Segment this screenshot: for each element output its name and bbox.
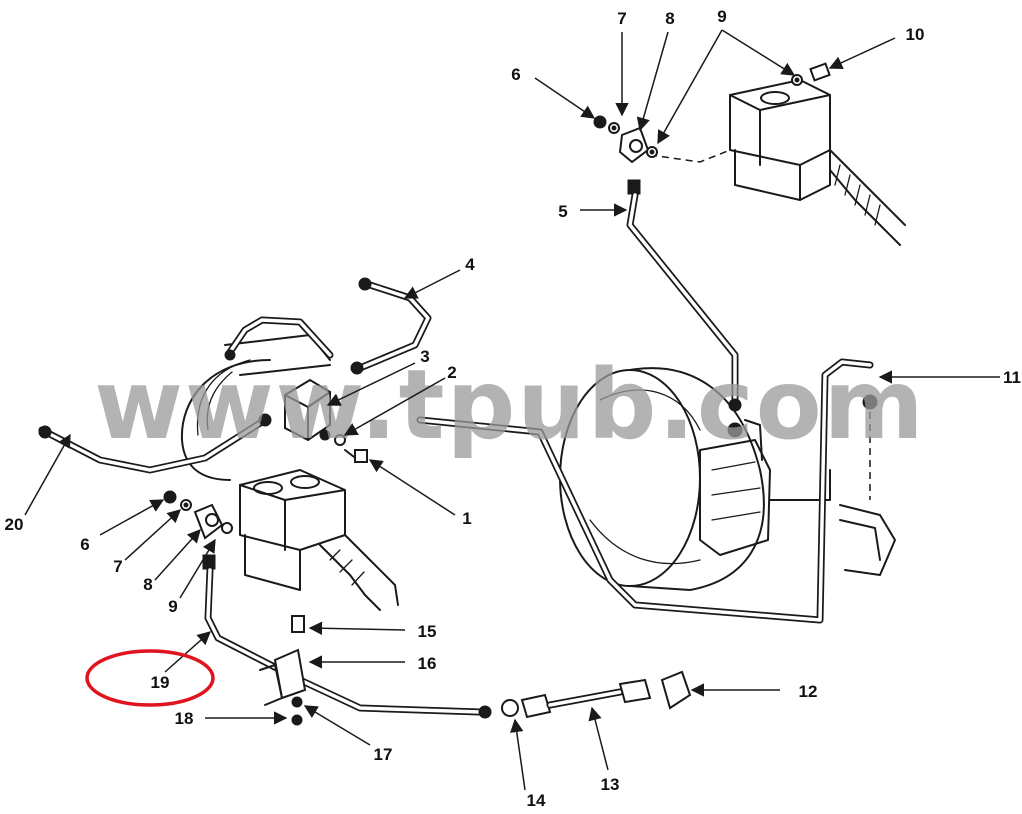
tube-19 bbox=[204, 566, 492, 719]
callout-5: 5 bbox=[558, 202, 567, 221]
callout-20: 20 bbox=[5, 515, 24, 534]
callout-1: 1 bbox=[462, 509, 471, 528]
leader-arrows bbox=[24, 29, 1000, 791]
lower-master-cylinder bbox=[239, 469, 399, 611]
upper-master-cylinder bbox=[649, 79, 906, 246]
callout-7-upper: 7 bbox=[617, 9, 626, 28]
tube-5 bbox=[626, 191, 763, 461]
callout-8-upper: 8 bbox=[665, 9, 674, 28]
callout-10: 10 bbox=[906, 25, 925, 44]
callout-14: 14 bbox=[527, 791, 546, 810]
callout-11: 11 bbox=[1003, 368, 1021, 387]
callout-4: 4 bbox=[465, 255, 475, 274]
callout-19: 19 bbox=[151, 673, 170, 692]
tube-4 bbox=[224, 277, 432, 375]
watermark-text: www.tpub.com bbox=[94, 349, 925, 461]
callout-12: 12 bbox=[799, 682, 818, 701]
callout-2: 2 bbox=[447, 363, 456, 382]
callout-9-upper: 9 bbox=[717, 7, 726, 26]
callout-18: 18 bbox=[175, 709, 194, 728]
highlight-ellipse-19 bbox=[85, 649, 215, 707]
upper-fittings bbox=[593, 62, 831, 195]
tube-20 bbox=[38, 413, 272, 474]
callout-17: 17 bbox=[374, 745, 393, 764]
lower-fittings bbox=[163, 490, 233, 570]
callout-15: 15 bbox=[418, 622, 437, 641]
callout-16: 16 bbox=[418, 654, 437, 673]
callout-6-upper: 6 bbox=[511, 65, 520, 84]
left-booster bbox=[180, 334, 331, 481]
callout-8-lower: 8 bbox=[143, 575, 152, 594]
valve-3 bbox=[284, 378, 368, 463]
callout-13: 13 bbox=[601, 775, 620, 794]
brake-booster bbox=[559, 367, 896, 591]
callout-9-lower: 9 bbox=[168, 597, 177, 616]
callout-3: 3 bbox=[420, 347, 429, 366]
tube-11 bbox=[416, 358, 878, 624]
callout-labels: 7 8 9 10 6 5 11 4 3 2 1 20 6 7 8 9 15 16… bbox=[5, 7, 1021, 810]
callout-7-lower: 7 bbox=[113, 557, 122, 576]
hose-13 bbox=[501, 670, 692, 719]
callout-6-lower: 6 bbox=[80, 535, 89, 554]
clip-bracket bbox=[259, 615, 307, 726]
